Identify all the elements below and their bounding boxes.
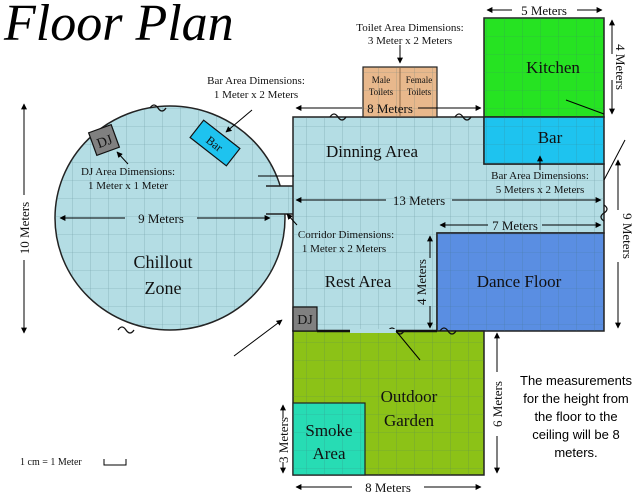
- scale-label: 1 cm = 1 Meter: [20, 457, 82, 468]
- dj-bottom-label: DJ: [297, 313, 313, 328]
- dim-3m: 3 Meters: [276, 417, 291, 463]
- female-toilets-label-1: Female: [406, 75, 433, 85]
- dimension-lines: [21, 7, 621, 490]
- bar-annotation-2: 1 Meter x 2 Meters: [214, 89, 298, 101]
- bar-right-annotation-2: 5 Meters x 2 Meters: [496, 184, 585, 196]
- scale-bar: [103, 459, 127, 466]
- dj-annotation-1: DJ Area Dimensions:: [81, 166, 175, 178]
- male-toilets-label-2: Toilets: [369, 87, 394, 97]
- dance-floor-room: [436, 232, 605, 332]
- page-title: Floor Plan: [4, 0, 234, 52]
- dim-9m-right: 9 Meters: [620, 213, 635, 259]
- dj-annotation-2: 1 Meter x 1 Meter: [88, 180, 168, 192]
- dim-4m-rest: 4 Meters: [414, 259, 429, 305]
- dance-floor-label: Dance Floor: [477, 272, 562, 291]
- dj-booth-bottom: [292, 306, 318, 332]
- pointer-arrows: [116, 45, 626, 361]
- kitchen-room: [483, 17, 605, 118]
- smoke-area-label-1: Smoke: [305, 421, 352, 440]
- bar-label: Bar: [538, 128, 563, 147]
- chillout-bar: [189, 119, 241, 167]
- rest-area-label: Rest Area: [325, 272, 392, 291]
- dim-7m: 7 Meters: [492, 218, 538, 233]
- bar-room: [483, 116, 605, 165]
- outdoor-garden-label-2: Garden: [384, 411, 435, 430]
- chillout-zone-label-1: Chillout: [133, 252, 192, 272]
- ceiling-height-note: The measurements for the height from the…: [520, 373, 632, 460]
- bar-annotation-1: Bar Area Dimensions:: [207, 75, 305, 87]
- smoke-area-room: [292, 402, 366, 476]
- toilet-block: [362, 66, 438, 118]
- doorways: [317, 329, 437, 333]
- toilet-annotation-1: Toilet Area Dimensions:: [356, 22, 463, 34]
- corridor-annotation-1: Corridor Dimensions:: [298, 229, 394, 241]
- female-toilets-label-2: Toilets: [407, 87, 432, 97]
- corridor: [266, 185, 294, 215]
- dim-6m: 6 Meters: [490, 381, 505, 427]
- dim-8m-top: 8 Meters: [367, 101, 413, 116]
- kitchen-label: Kitchen: [526, 58, 580, 77]
- outdoor-garden-label-1: Outdoor: [381, 387, 438, 406]
- male-toilets-label-1: Male: [372, 75, 391, 85]
- dim-13m: 13 Meters: [393, 193, 445, 208]
- dim-10m: 10 Meters: [17, 202, 32, 254]
- smoke-area-label-2: Area: [312, 444, 345, 463]
- dim-4m-kitchen: 4 Meters: [613, 44, 628, 90]
- dj-top-label: DJ: [95, 132, 115, 152]
- bar-right-annotation-1: Bar Area Dimensions:: [491, 170, 589, 182]
- dinning-area-label: Dinning Area: [326, 142, 419, 161]
- chillout-zone-label-2: Zone: [145, 278, 182, 298]
- corridor-annotation-2: 1 Meter x 2 Meters: [302, 243, 386, 255]
- dim-8m-bottom: 8 Meters: [365, 480, 411, 495]
- dj-booth-top: [87, 123, 121, 157]
- dim-9m-chillout: 9 Meters: [138, 211, 184, 226]
- toilet-annotation-2: 3 Meter x 2 Meters: [368, 35, 452, 47]
- dim-5m: 5 Meters: [521, 3, 567, 18]
